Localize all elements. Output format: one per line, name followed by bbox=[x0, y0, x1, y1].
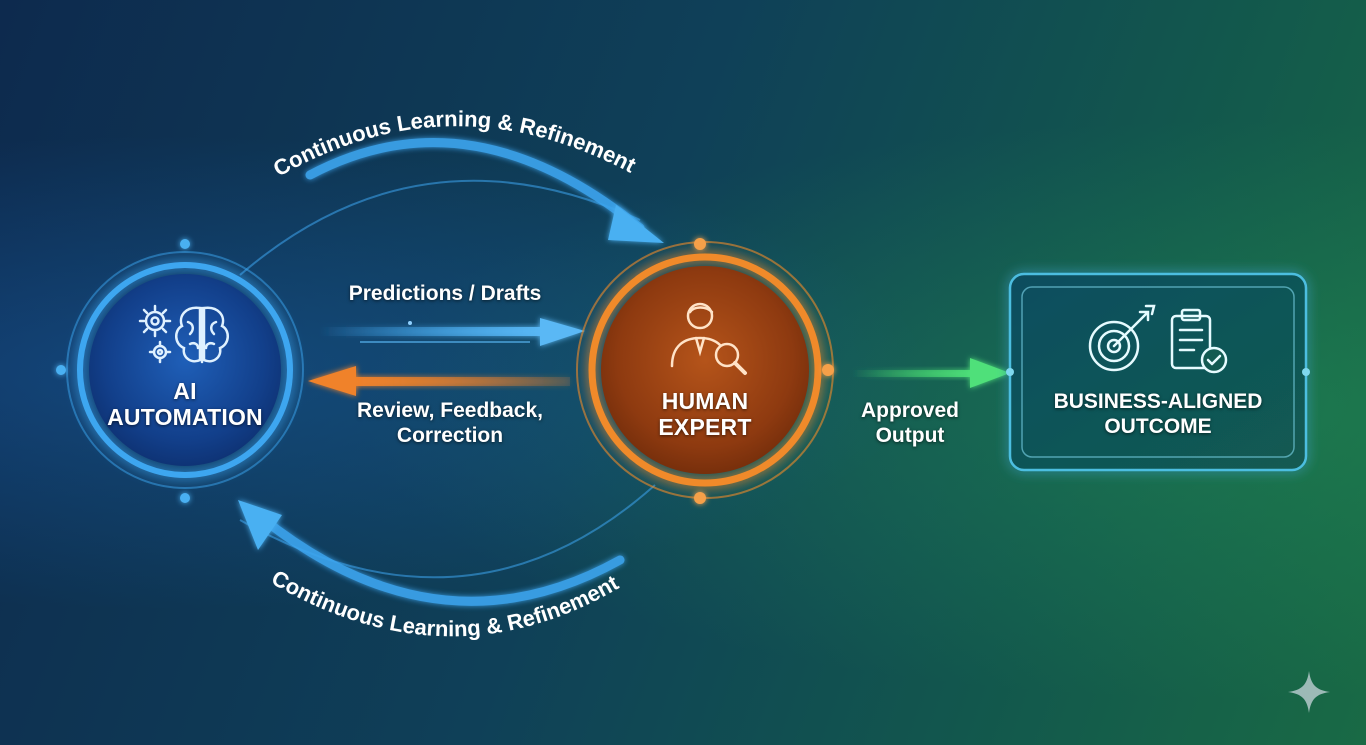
outcome-title-line1: BUSINESS-ALIGNED bbox=[1053, 390, 1263, 413]
ai-automation-node bbox=[56, 239, 304, 503]
gears-icon bbox=[138, 304, 172, 364]
feedback-label-line2: Correction bbox=[396, 424, 504, 447]
predictions-label: Predictions / Drafts bbox=[348, 282, 542, 305]
feedback-label: Review, Feedback, Correction bbox=[320, 398, 580, 448]
clipboard-check-icon bbox=[1170, 308, 1228, 374]
person-magnifier-icon bbox=[670, 302, 747, 375]
approved-output-label: Approved Output bbox=[830, 398, 990, 448]
brain-icon bbox=[175, 306, 229, 364]
approved-output-arrow bbox=[852, 358, 1010, 388]
feedback-arrow bbox=[308, 366, 570, 396]
bottom-learning-loop-arrow bbox=[238, 484, 656, 606]
approved-label-line1: Approved bbox=[860, 399, 959, 422]
ai-node-label: AI AUTOMATION bbox=[105, 378, 265, 430]
ai-node-title-line1: AI bbox=[173, 378, 197, 404]
human-expert-node bbox=[576, 238, 834, 504]
outcome-label: BUSINESS-ALIGNED OUTCOME bbox=[1030, 389, 1286, 439]
business-outcome-box bbox=[1006, 272, 1310, 472]
approved-label-line2: Output bbox=[875, 424, 945, 447]
human-node-title-line1: HUMAN bbox=[661, 388, 749, 414]
outcome-title-line2: OUTCOME bbox=[1104, 415, 1212, 438]
feedback-label-line1: Review, Feedback, bbox=[357, 399, 543, 422]
ai-node-title-line2: AUTOMATION bbox=[107, 404, 263, 430]
human-node-label: HUMAN EXPERT bbox=[625, 388, 785, 440]
sparkle-icon bbox=[1288, 671, 1330, 713]
top-learning-loop-arrow bbox=[239, 138, 664, 276]
predictions-arrow bbox=[320, 318, 585, 346]
human-node-title-line2: EXPERT bbox=[658, 414, 752, 440]
target-icon bbox=[1088, 304, 1156, 372]
